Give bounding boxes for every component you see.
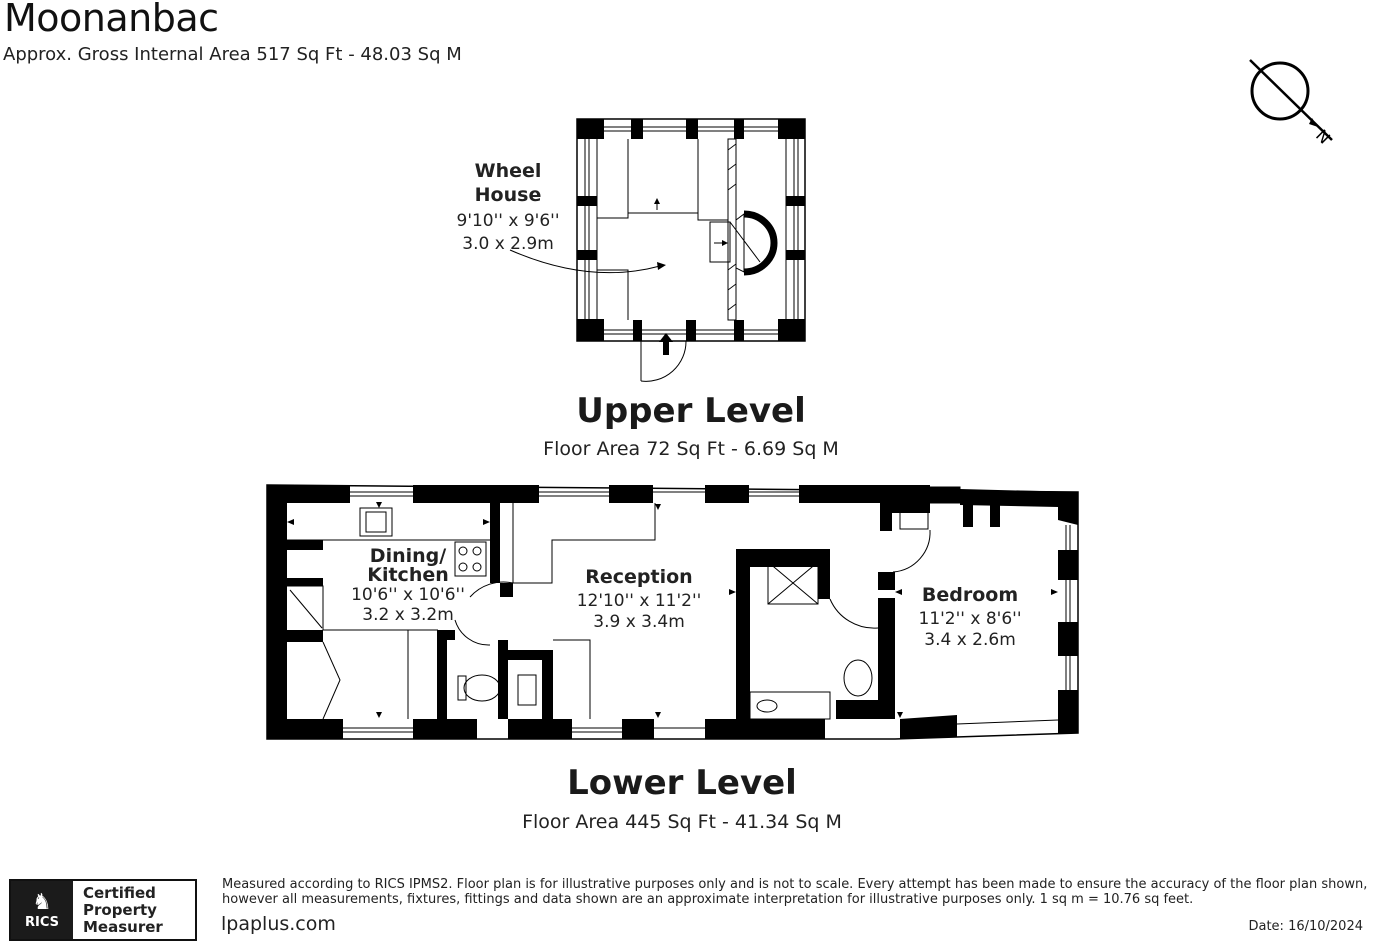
website-link[interactable]: lpaplus.com bbox=[221, 913, 336, 935]
floor-plan-diagram: N bbox=[266, 59, 1334, 833]
dining-kitchen-name-1: Dining/ bbox=[370, 545, 446, 567]
upper-level-plan: Wheel House 9'10'' x 9'6'' 3.0 x 2.9m Up… bbox=[457, 118, 839, 460]
bedroom-imperial: 11'2'' x 8'6'' bbox=[919, 609, 1022, 629]
disclaimer-text: Measured according to RICS IPMS2. Floor … bbox=[222, 877, 1368, 907]
rics-mark: ♞ RICS bbox=[11, 881, 73, 939]
reception-name: Reception bbox=[585, 566, 692, 588]
upper-level-area: Floor Area 72 Sq Ft - 6.69 Sq M bbox=[543, 438, 839, 460]
reception-imperial: 12'10'' x 11'2'' bbox=[577, 591, 702, 611]
upper-level-title: Upper Level bbox=[576, 391, 806, 431]
lion-icon: ♞ bbox=[32, 889, 52, 915]
dining-kitchen-metric: 3.2 x 3.2m bbox=[362, 605, 454, 625]
certified-text: Certified Property Measurer bbox=[73, 881, 163, 939]
lower-level-title: Lower Level bbox=[567, 763, 797, 803]
certified-line-1: Certified bbox=[83, 884, 156, 902]
certified-line-2: Property bbox=[83, 901, 157, 919]
dining-kitchen-imperial: 10'6'' x 10'6'' bbox=[351, 585, 465, 605]
certified-line-3: Measurer bbox=[83, 918, 163, 936]
lower-level-area: Floor Area 445 Sq Ft - 41.34 Sq M bbox=[522, 811, 842, 833]
property-name: Moonanbac bbox=[4, 0, 219, 40]
reception-metric: 3.9 x 3.4m bbox=[593, 612, 685, 632]
compass-icon: N bbox=[1249, 59, 1334, 148]
wheel-house-name-2: House bbox=[475, 184, 542, 206]
gross-internal-area: Approx. Gross Internal Area 517 Sq Ft - … bbox=[3, 44, 462, 65]
dining-kitchen-name-2: Kitchen bbox=[367, 564, 449, 586]
plan-date: Date: 16/10/2024 bbox=[1248, 919, 1363, 934]
lower-level-plan: Dining/ Kitchen 10'6'' x 10'6'' 3.2 x 3.… bbox=[266, 484, 1079, 833]
wheel-house-imperial: 9'10'' x 9'6'' bbox=[457, 211, 560, 231]
wheel-house-name-1: Wheel bbox=[475, 160, 542, 182]
bedroom-metric: 3.4 x 2.6m bbox=[924, 630, 1016, 650]
rics-mark-text: RICS bbox=[25, 914, 59, 930]
compass-north-label: N bbox=[1312, 126, 1334, 148]
wheel-house-metric: 3.0 x 2.9m bbox=[462, 234, 554, 254]
bedroom-name: Bedroom bbox=[922, 584, 1018, 606]
rics-certified-logo: ♞ RICS Certified Property Measurer bbox=[9, 879, 197, 941]
